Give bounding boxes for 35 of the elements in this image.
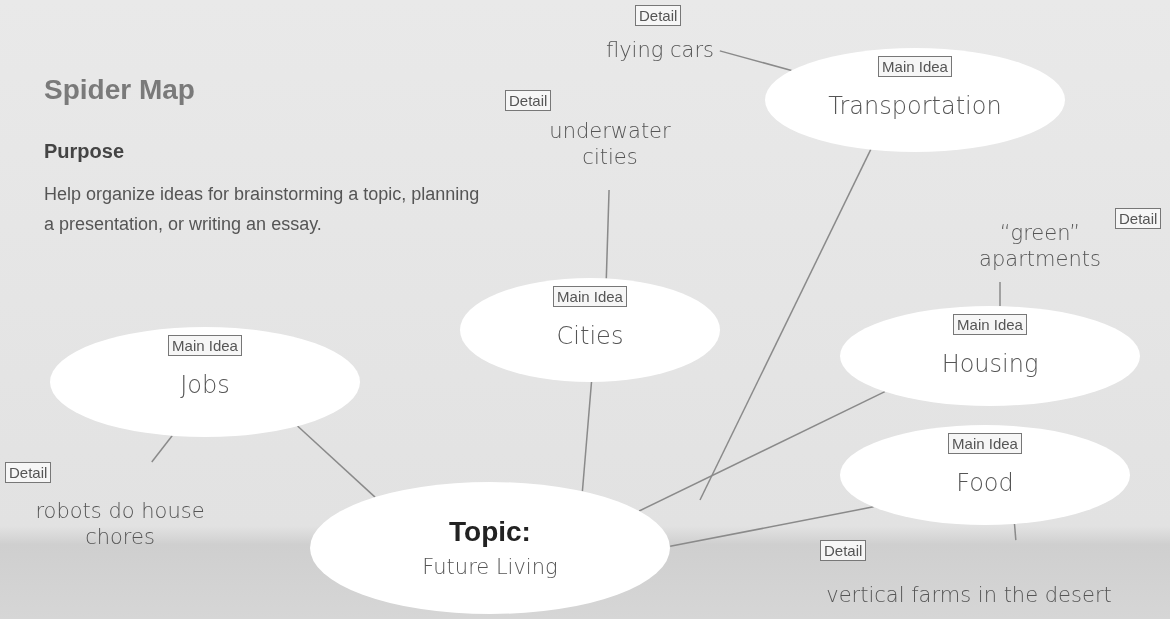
detail-text: flying cars [604, 37, 716, 64]
title: Spider Map [44, 74, 195, 106]
connector-line [581, 381, 593, 492]
connector-line [605, 189, 610, 280]
main-idea-text: Housing [941, 349, 1039, 379]
detail-text: robots do house chores [34, 498, 206, 551]
main-idea-tag: Main Idea [168, 335, 242, 356]
detail-tag: Detail [505, 90, 552, 111]
section-heading: Purpose [44, 140, 125, 163]
description-text: Help organize ideas for brainstorming a topic, planning a presentation, or writing an essay. [44, 183, 481, 236]
connector-line [638, 390, 886, 512]
topic-heading: Topic: [449, 515, 531, 548]
main-idea-text: Jobs [180, 370, 230, 400]
detail-tag: Detail [635, 5, 682, 26]
main-idea-text: Transportation [828, 91, 1002, 121]
detail-text: underwater cities [548, 118, 672, 171]
connector-line [669, 506, 875, 548]
detail-text: “green” apartments [978, 220, 1102, 273]
connector-line [1013, 523, 1017, 541]
main-idea-tag: Main Idea [878, 56, 952, 77]
detail-tag: Detail [820, 540, 867, 561]
main-idea-text: Food [956, 468, 1014, 498]
connector-line [999, 281, 1001, 307]
topic-text: Future Living [422, 553, 558, 581]
connector-line [719, 50, 793, 72]
main-idea-tag: Main Idea [948, 433, 1022, 454]
main-idea-text: Cities [556, 321, 624, 351]
connector-line [151, 435, 173, 463]
detail-tag: Detail [1115, 208, 1162, 229]
detail-text: vertical farms in the desert [825, 582, 1113, 609]
connector-line [699, 148, 872, 501]
detail-tag: Detail [5, 462, 52, 483]
main-idea-tag: Main Idea [553, 286, 627, 307]
main-idea-tag: Main Idea [953, 314, 1027, 335]
connector-line [296, 425, 376, 498]
